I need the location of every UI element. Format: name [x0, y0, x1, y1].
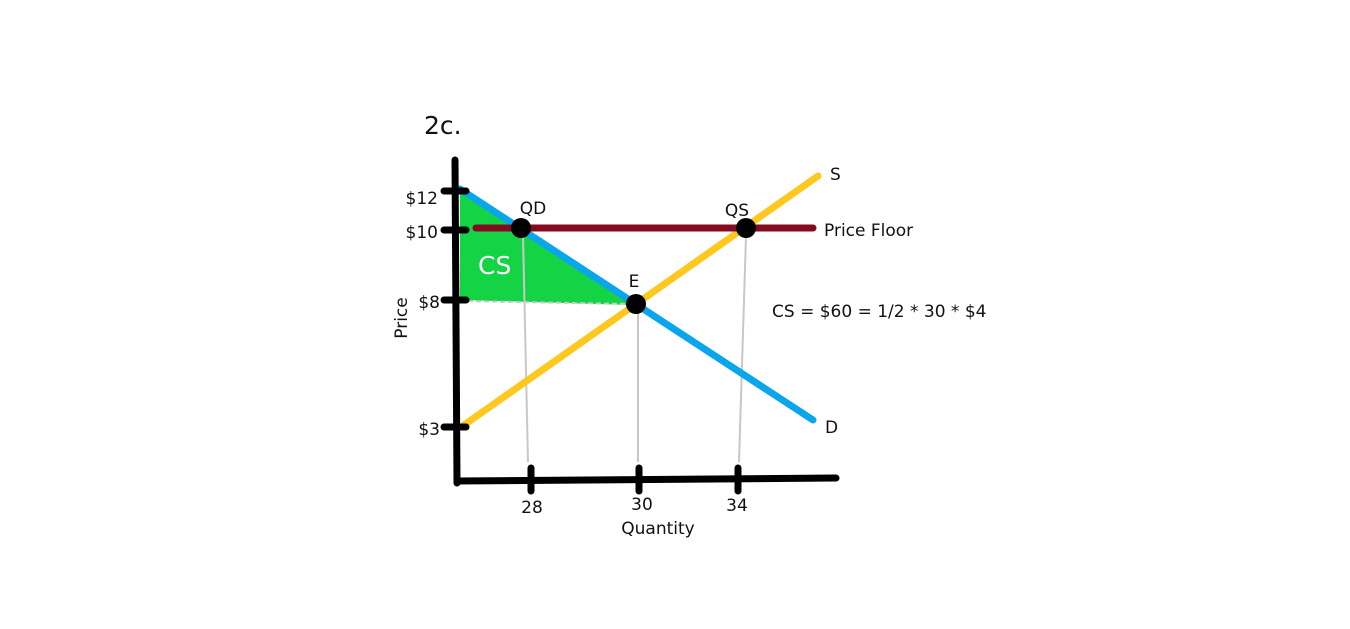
x-tick-label-34: 34: [726, 496, 748, 516]
supply-label: S: [830, 165, 841, 185]
y-axis-title: Price: [392, 297, 412, 338]
y-tick-label-8: $8: [418, 293, 440, 313]
x-axis: [453, 474, 840, 485]
y-tick-label-12: $12: [406, 189, 438, 209]
qs-guide-line: [738, 235, 747, 463]
y-axis: [451, 156, 461, 487]
y-tick-label-10: $10: [406, 223, 438, 243]
x-axis-title: Quantity: [621, 519, 694, 539]
qd-point: [511, 218, 531, 238]
price-floor-label: Price Floor: [824, 221, 913, 241]
qs-point: [736, 218, 756, 238]
qd-guide-line: [522, 235, 529, 463]
equilibrium-label: E: [629, 272, 640, 292]
demand-label: D: [825, 418, 838, 438]
price-8-guide-line: [459, 300, 633, 305]
qs-label: QS: [725, 201, 749, 221]
figure-label: 2c.: [424, 111, 462, 140]
cs-calculation-annotation: CS = $60 = 1/2 * 30 * $4: [772, 302, 986, 322]
y-tick-label-3: $3: [418, 420, 440, 440]
equilibrium-point: [626, 294, 646, 314]
x-tick-label-30: 30: [631, 495, 653, 515]
cs-area-label: CS: [478, 251, 511, 280]
qd-label: QD: [520, 199, 546, 219]
x-tick-label-28: 28: [521, 498, 543, 518]
